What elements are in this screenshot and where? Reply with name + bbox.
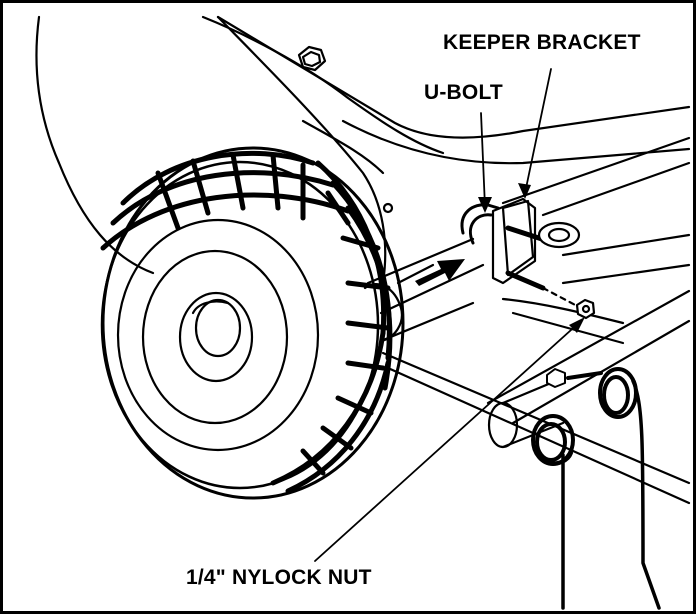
direction-arrow [415, 259, 465, 286]
keeper-bracket-assembly [462, 199, 581, 308]
handle-tube [489, 378, 563, 447]
u-bolt-leader [481, 113, 485, 207]
u-bolt-label: U-BOLT [424, 81, 503, 105]
torsion-springs [533, 369, 659, 608]
assembly-illustration [3, 3, 693, 611]
nylock-nut-label: 1/4" NYLOCK NUT [186, 566, 372, 590]
nylock-nut [577, 300, 594, 318]
keeper-bracket-label: KEEPER BRACKET [443, 31, 641, 55]
wheel [102, 148, 403, 498]
leader-lines [315, 69, 581, 561]
housing-hex-nut [299, 47, 325, 70]
